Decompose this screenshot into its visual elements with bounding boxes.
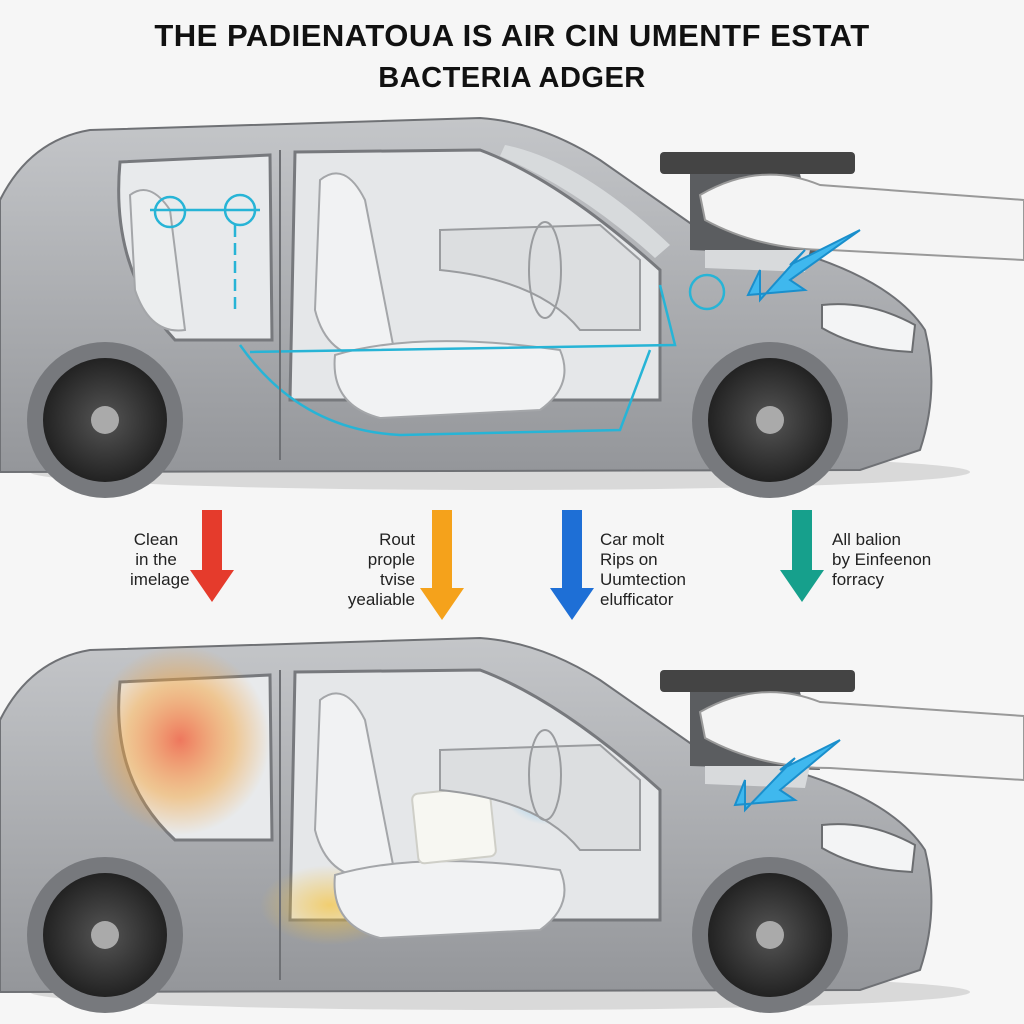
car-illustration-airflow (0, 116, 1024, 498)
step-1: Clean in the imelage (130, 510, 240, 630)
step-2-line: tvise (380, 570, 415, 589)
step-3-line: Rips on (600, 550, 658, 569)
step-3-text: Car molt Rips on Uumtection elufficator (600, 530, 686, 610)
headlight (821, 823, 917, 874)
pointer-arrow (733, 739, 841, 813)
step-2-line: Rout (379, 530, 415, 549)
pointer-arrow (746, 229, 861, 303)
step-1-line: imelage (130, 570, 190, 589)
step-2-line: yealiable (347, 590, 415, 609)
front-seat (313, 172, 566, 420)
diagram-title-line-2: BACTERIA ADGER (378, 62, 646, 94)
step-4-line: forracy (832, 570, 884, 589)
step-4: All balion by Einfeenon forracy (780, 510, 960, 630)
gloved-hand (698, 173, 1024, 262)
step-4-arrow-icon (780, 510, 824, 602)
car-illustration-heat (0, 636, 1024, 1013)
front-seat (313, 692, 566, 940)
step-1-arrow-icon (190, 510, 234, 602)
step-1-text: Clean in the imelage (130, 530, 190, 590)
step-2-arrow-icon (420, 510, 464, 620)
front-wheel (692, 857, 848, 1013)
step-2-line: prople (367, 550, 415, 569)
step-4-line: All balion (832, 530, 901, 549)
step-1-line: Clean (133, 530, 179, 549)
windshield (500, 145, 670, 258)
front-wheel (692, 342, 848, 498)
step-3-line: Uumtection (600, 570, 686, 589)
airflow-lines (150, 193, 726, 437)
step-4-text: All balion by Einfeenon forracy (832, 530, 931, 590)
rear-wheel (27, 342, 183, 498)
step-3-line: elufficator (600, 590, 674, 609)
headlight (821, 303, 917, 354)
step-2: Rout prople tvise yealiable (340, 510, 470, 630)
heat-zone-rear (90, 645, 270, 835)
step-3-arrow-icon (550, 510, 594, 620)
rear-seat (128, 189, 187, 332)
rear-wheel (27, 857, 183, 1013)
dashboard (439, 729, 641, 851)
diagram-title-line-1: THE PADIENATOUA IS AIR CIN UMENTF ESTAT (154, 18, 870, 53)
dashboard (439, 221, 641, 331)
step-3: Car molt Rips on Uumtection elufficator (550, 510, 710, 630)
step-1-line: in the (135, 550, 177, 569)
step-3-line: Car molt (600, 530, 665, 549)
step-2-text: Rout prople tvise yealiable (340, 530, 415, 610)
gloved-hand (698, 691, 1024, 782)
step-4-line: by Einfeenon (832, 550, 932, 569)
